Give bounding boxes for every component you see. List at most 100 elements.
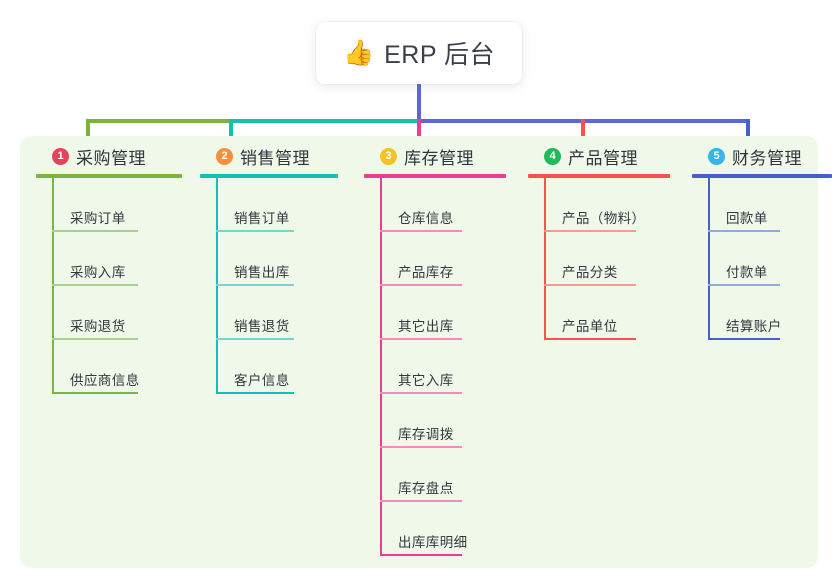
list-item-label: 采购入库: [70, 265, 126, 280]
item-list: 产品（物料） 产品分类产品单位: [528, 178, 670, 340]
category-title: 产品管理: [568, 148, 638, 168]
category-badge-2: 2: [216, 147, 233, 165]
list-item[interactable]: 销售出库: [200, 232, 338, 286]
drop-4: [581, 119, 585, 145]
root-title-card[interactable]: 👍 ERP 后台: [316, 22, 522, 84]
list-item-label: 仓库信息: [398, 211, 454, 226]
category-badge-1: 1: [52, 147, 69, 165]
list-item-underline: [708, 338, 780, 340]
list-item[interactable]: 仓库信息: [364, 178, 506, 232]
list-item-underline: [380, 554, 462, 556]
trunk-connector: [417, 84, 421, 120]
item-list: 销售订单销售出库销售退货客户信息: [200, 178, 338, 394]
list-item-underline: [380, 230, 462, 232]
category-header-2[interactable]: 2 销售管理: [200, 143, 338, 169]
list-item[interactable]: 库存盘点: [364, 448, 506, 502]
category-header-3[interactable]: 3 库存管理: [364, 143, 506, 169]
categories-panel: [20, 136, 818, 568]
category-title: 销售管理: [240, 148, 310, 168]
list-item-underline: [216, 392, 294, 394]
category-underline-5: [692, 174, 832, 178]
bus-segment-2: [231, 119, 419, 123]
list-item[interactable]: 回款单: [692, 178, 832, 232]
category-column-4: 4 产品管理产品（物料） 产品分类产品单位: [528, 143, 670, 340]
list-item-underline: [544, 338, 636, 340]
list-item-underline: [708, 230, 780, 232]
thumbs-up-icon: 👍: [342, 38, 375, 67]
list-item[interactable]: 其它入库: [364, 340, 506, 394]
category-underline-1: [36, 174, 182, 178]
list-item[interactable]: 销售订单: [200, 178, 338, 232]
list-item[interactable]: 付款单: [692, 232, 832, 286]
list-item-label: 出库库明细: [398, 535, 468, 550]
bus-segment-1: [86, 119, 231, 123]
list-item[interactable]: 产品分类: [528, 232, 670, 286]
list-item-label: 其它出库: [398, 319, 454, 334]
list-item[interactable]: 产品单位: [528, 286, 670, 340]
list-item[interactable]: 产品（物料）: [528, 178, 670, 232]
item-spine: [380, 178, 382, 556]
list-item-underline: [216, 338, 294, 340]
list-item-underline: [52, 230, 138, 232]
list-item-label: 产品分类: [562, 265, 618, 280]
list-item-label: 销售出库: [234, 265, 290, 280]
list-item-label: 供应商信息: [70, 373, 140, 388]
category-underline-4: [528, 174, 670, 178]
list-item-label: 库存盘点: [398, 481, 454, 496]
list-item-underline: [380, 338, 462, 340]
list-item-label: 产品库存: [398, 265, 454, 280]
list-item-underline: [52, 338, 138, 340]
category-underline-3: [364, 174, 506, 178]
category-title: 财务管理: [732, 148, 802, 168]
list-item-underline: [380, 500, 462, 502]
page-title: ERP 后台: [384, 41, 496, 69]
list-item[interactable]: 客户信息: [200, 340, 338, 394]
list-item-underline: [380, 284, 462, 286]
category-badge-4: 4: [544, 147, 561, 165]
list-item[interactable]: 结算账户: [692, 286, 832, 340]
list-item-underline: [708, 284, 780, 286]
drop-2: [229, 119, 233, 145]
category-title: 库存管理: [404, 148, 474, 168]
category-column-1: 1 采购管理采购订单采购入库采购退货供应商信息: [36, 143, 182, 394]
list-item-label: 结算账户: [726, 319, 782, 334]
item-spine: [216, 178, 218, 394]
list-item-label: 库存调拨: [398, 427, 454, 442]
list-item[interactable]: 采购入库: [36, 232, 182, 286]
category-badge-3: 3: [380, 147, 397, 165]
list-item-label: 销售退货: [234, 319, 290, 334]
list-item[interactable]: 供应商信息: [36, 340, 182, 394]
list-item-label: 客户信息: [234, 373, 290, 388]
category-column-3: 3 库存管理仓库信息产品库存其它出库其它入库库存调拨库存盘点出库库明细: [364, 143, 506, 556]
item-list: 仓库信息产品库存其它出库其它入库库存调拨库存盘点出库库明细: [364, 178, 506, 556]
list-item-underline: [544, 284, 636, 286]
drop-5: [746, 119, 750, 145]
list-item-label: 产品单位: [562, 319, 618, 334]
item-list: 回款单付款单结算账户: [692, 178, 832, 340]
list-item[interactable]: 销售退货: [200, 286, 338, 340]
list-item[interactable]: 库存调拨: [364, 394, 506, 448]
list-item-underline: [380, 392, 462, 394]
category-title: 采购管理: [76, 148, 146, 168]
list-item[interactable]: 产品库存: [364, 232, 506, 286]
list-item-label: 产品（物料）: [562, 211, 646, 226]
list-item-label: 其它入库: [398, 373, 454, 388]
list-item[interactable]: 出库库明细: [364, 502, 506, 556]
list-item-label: 销售订单: [234, 211, 290, 226]
list-item-underline: [380, 446, 462, 448]
item-spine: [708, 178, 710, 340]
drop-1: [86, 119, 90, 145]
list-item-label: 付款单: [726, 265, 768, 280]
list-item[interactable]: 采购订单: [36, 178, 182, 232]
item-spine: [52, 178, 54, 394]
list-item-label: 回款单: [726, 211, 768, 226]
item-spine: [544, 178, 546, 340]
category-column-2: 2 销售管理销售订单销售出库销售退货客户信息: [200, 143, 338, 394]
list-item[interactable]: 其它出库: [364, 286, 506, 340]
list-item[interactable]: 采购退货: [36, 286, 182, 340]
category-header-1[interactable]: 1 采购管理: [36, 143, 182, 169]
category-header-4[interactable]: 4 产品管理: [528, 143, 670, 169]
